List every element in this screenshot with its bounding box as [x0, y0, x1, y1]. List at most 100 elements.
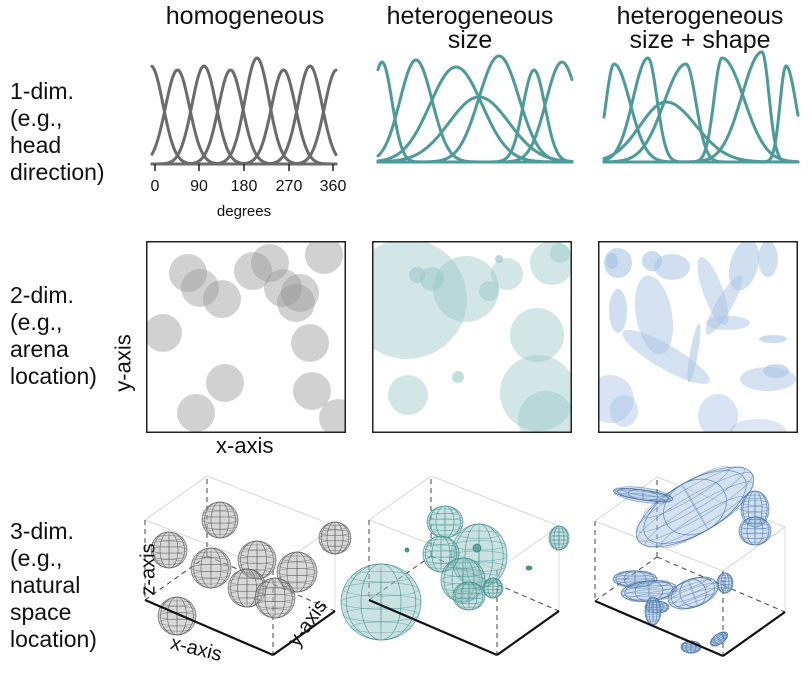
field-7 [716, 572, 734, 594]
row-label-2d-l1: 2-dim. [10, 282, 74, 308]
volume-fields-het-size-shape [594, 465, 786, 658]
row-label-2d-l2: (e.g., [10, 309, 63, 335]
place-field-12 [622, 329, 710, 385]
place-field-0 [169, 254, 207, 292]
place-field-3 [530, 241, 572, 285]
field-7 [548, 525, 570, 551]
field-10 [709, 631, 729, 647]
row-label-3d-l2: (e.g., [10, 545, 63, 571]
place-field-8 [305, 241, 343, 274]
place-fields-homogeneous [146, 241, 346, 433]
edge-top-right [722, 526, 786, 572]
box-het-size-shape [594, 465, 786, 658]
field-5 [452, 581, 486, 611]
degrees-label: degrees [216, 203, 272, 220]
tuning-curves-het-size [376, 54, 574, 164]
place-field-15 [598, 375, 634, 423]
field-8 [404, 547, 410, 553]
place-field-11 [452, 371, 464, 383]
row-label-1d-l1: 1-dim. [10, 78, 74, 104]
field-1 [612, 486, 674, 504]
y-axis-label-2d: y-axis [110, 334, 136, 392]
axis-front-bottom [144, 598, 274, 657]
x-axis-label-2d: x-axis [216, 433, 274, 458]
place-field-9 [146, 314, 182, 352]
z-axis-label-3d: z-axis [137, 543, 160, 596]
field-1 [150, 531, 188, 569]
tuning-curves-homogeneous [150, 56, 338, 171]
place-fields-het-size-shape [598, 241, 798, 433]
place-field-11 [206, 364, 244, 402]
header-het-size-shape-line2: size + shape [629, 26, 771, 54]
curve-2 [376, 65, 574, 164]
header-het-size-line2: size [447, 26, 493, 54]
tuning-curves-het-size-shape [602, 50, 800, 164]
axis-right-bottom [272, 610, 336, 656]
header-het-size-line1: heterogeneous [386, 2, 554, 30]
arena-border [146, 241, 346, 433]
field-0 [426, 505, 464, 539]
edge-top-right [496, 525, 560, 571]
edge-top-back [430, 475, 560, 527]
arena-border [598, 241, 798, 433]
edge-top-left [144, 475, 208, 521]
box-het-size [340, 475, 570, 657]
axis-right-bottom [496, 610, 560, 656]
field-8 [157, 596, 197, 636]
place-field-1 [181, 269, 219, 307]
place-field-2 [203, 280, 241, 318]
place-field-13 [293, 372, 331, 410]
curve-6 [602, 100, 800, 164]
field-3 [738, 516, 772, 546]
place-field-4 [251, 244, 289, 282]
field-6 [482, 577, 504, 599]
place-field-14 [319, 399, 346, 433]
header-homogeneous: homogeneous [150, 4, 340, 29]
field-9 [644, 596, 662, 626]
place-field-8 [609, 289, 627, 333]
volume-fields-homogeneous [144, 475, 352, 657]
tick-360: 360 [319, 178, 347, 195]
place-field-18 [730, 419, 786, 433]
place-fields-het-size [372, 241, 572, 433]
place-field-19 [606, 253, 618, 269]
place-field-8 [500, 355, 572, 431]
curve-0 [602, 62, 800, 164]
row-label-2d-l4: location) [10, 363, 97, 389]
box-homogeneous [144, 475, 352, 657]
curve-4 [602, 50, 800, 164]
row-label-3d: 3-dim. (e.g., natural space location) [10, 518, 97, 653]
place-field-3 [234, 252, 272, 290]
place-field-1 [433, 256, 499, 322]
place-field-12 [177, 394, 215, 432]
place-field-0 [372, 241, 467, 359]
edge-top-back [206, 475, 336, 527]
tick-90: 90 [190, 178, 208, 195]
row-label-1d-l3: head [10, 132, 62, 158]
place-field-17 [610, 395, 638, 427]
place-field-6 [264, 269, 302, 307]
field-group [598, 241, 796, 433]
field-2 [422, 535, 460, 573]
row-label-3d-l3: natural [10, 572, 81, 598]
place-field-13 [550, 243, 570, 263]
place-field-7 [277, 284, 315, 322]
place-field-1 [654, 254, 690, 280]
field-4 [340, 563, 422, 641]
place-field-5 [281, 274, 319, 312]
place-field-4 [758, 241, 778, 277]
place-field-2 [642, 251, 662, 271]
place-field-12 [495, 255, 503, 263]
row-label-3d-l4: space [10, 599, 72, 625]
header-het-size: heterogeneous size [370, 2, 570, 54]
row-label-1d: 1-dim. (e.g., head direction) [10, 78, 105, 186]
field-group [372, 241, 572, 433]
place-field-5 [409, 267, 425, 283]
axis-front-bottom [368, 598, 498, 657]
place-field-14 [763, 364, 789, 378]
place-field-6 [479, 281, 499, 301]
axis-right-bottom [722, 611, 786, 657]
place-field-4 [420, 267, 444, 291]
field-group [146, 241, 346, 433]
row-label-3d-l5: location) [10, 626, 97, 652]
